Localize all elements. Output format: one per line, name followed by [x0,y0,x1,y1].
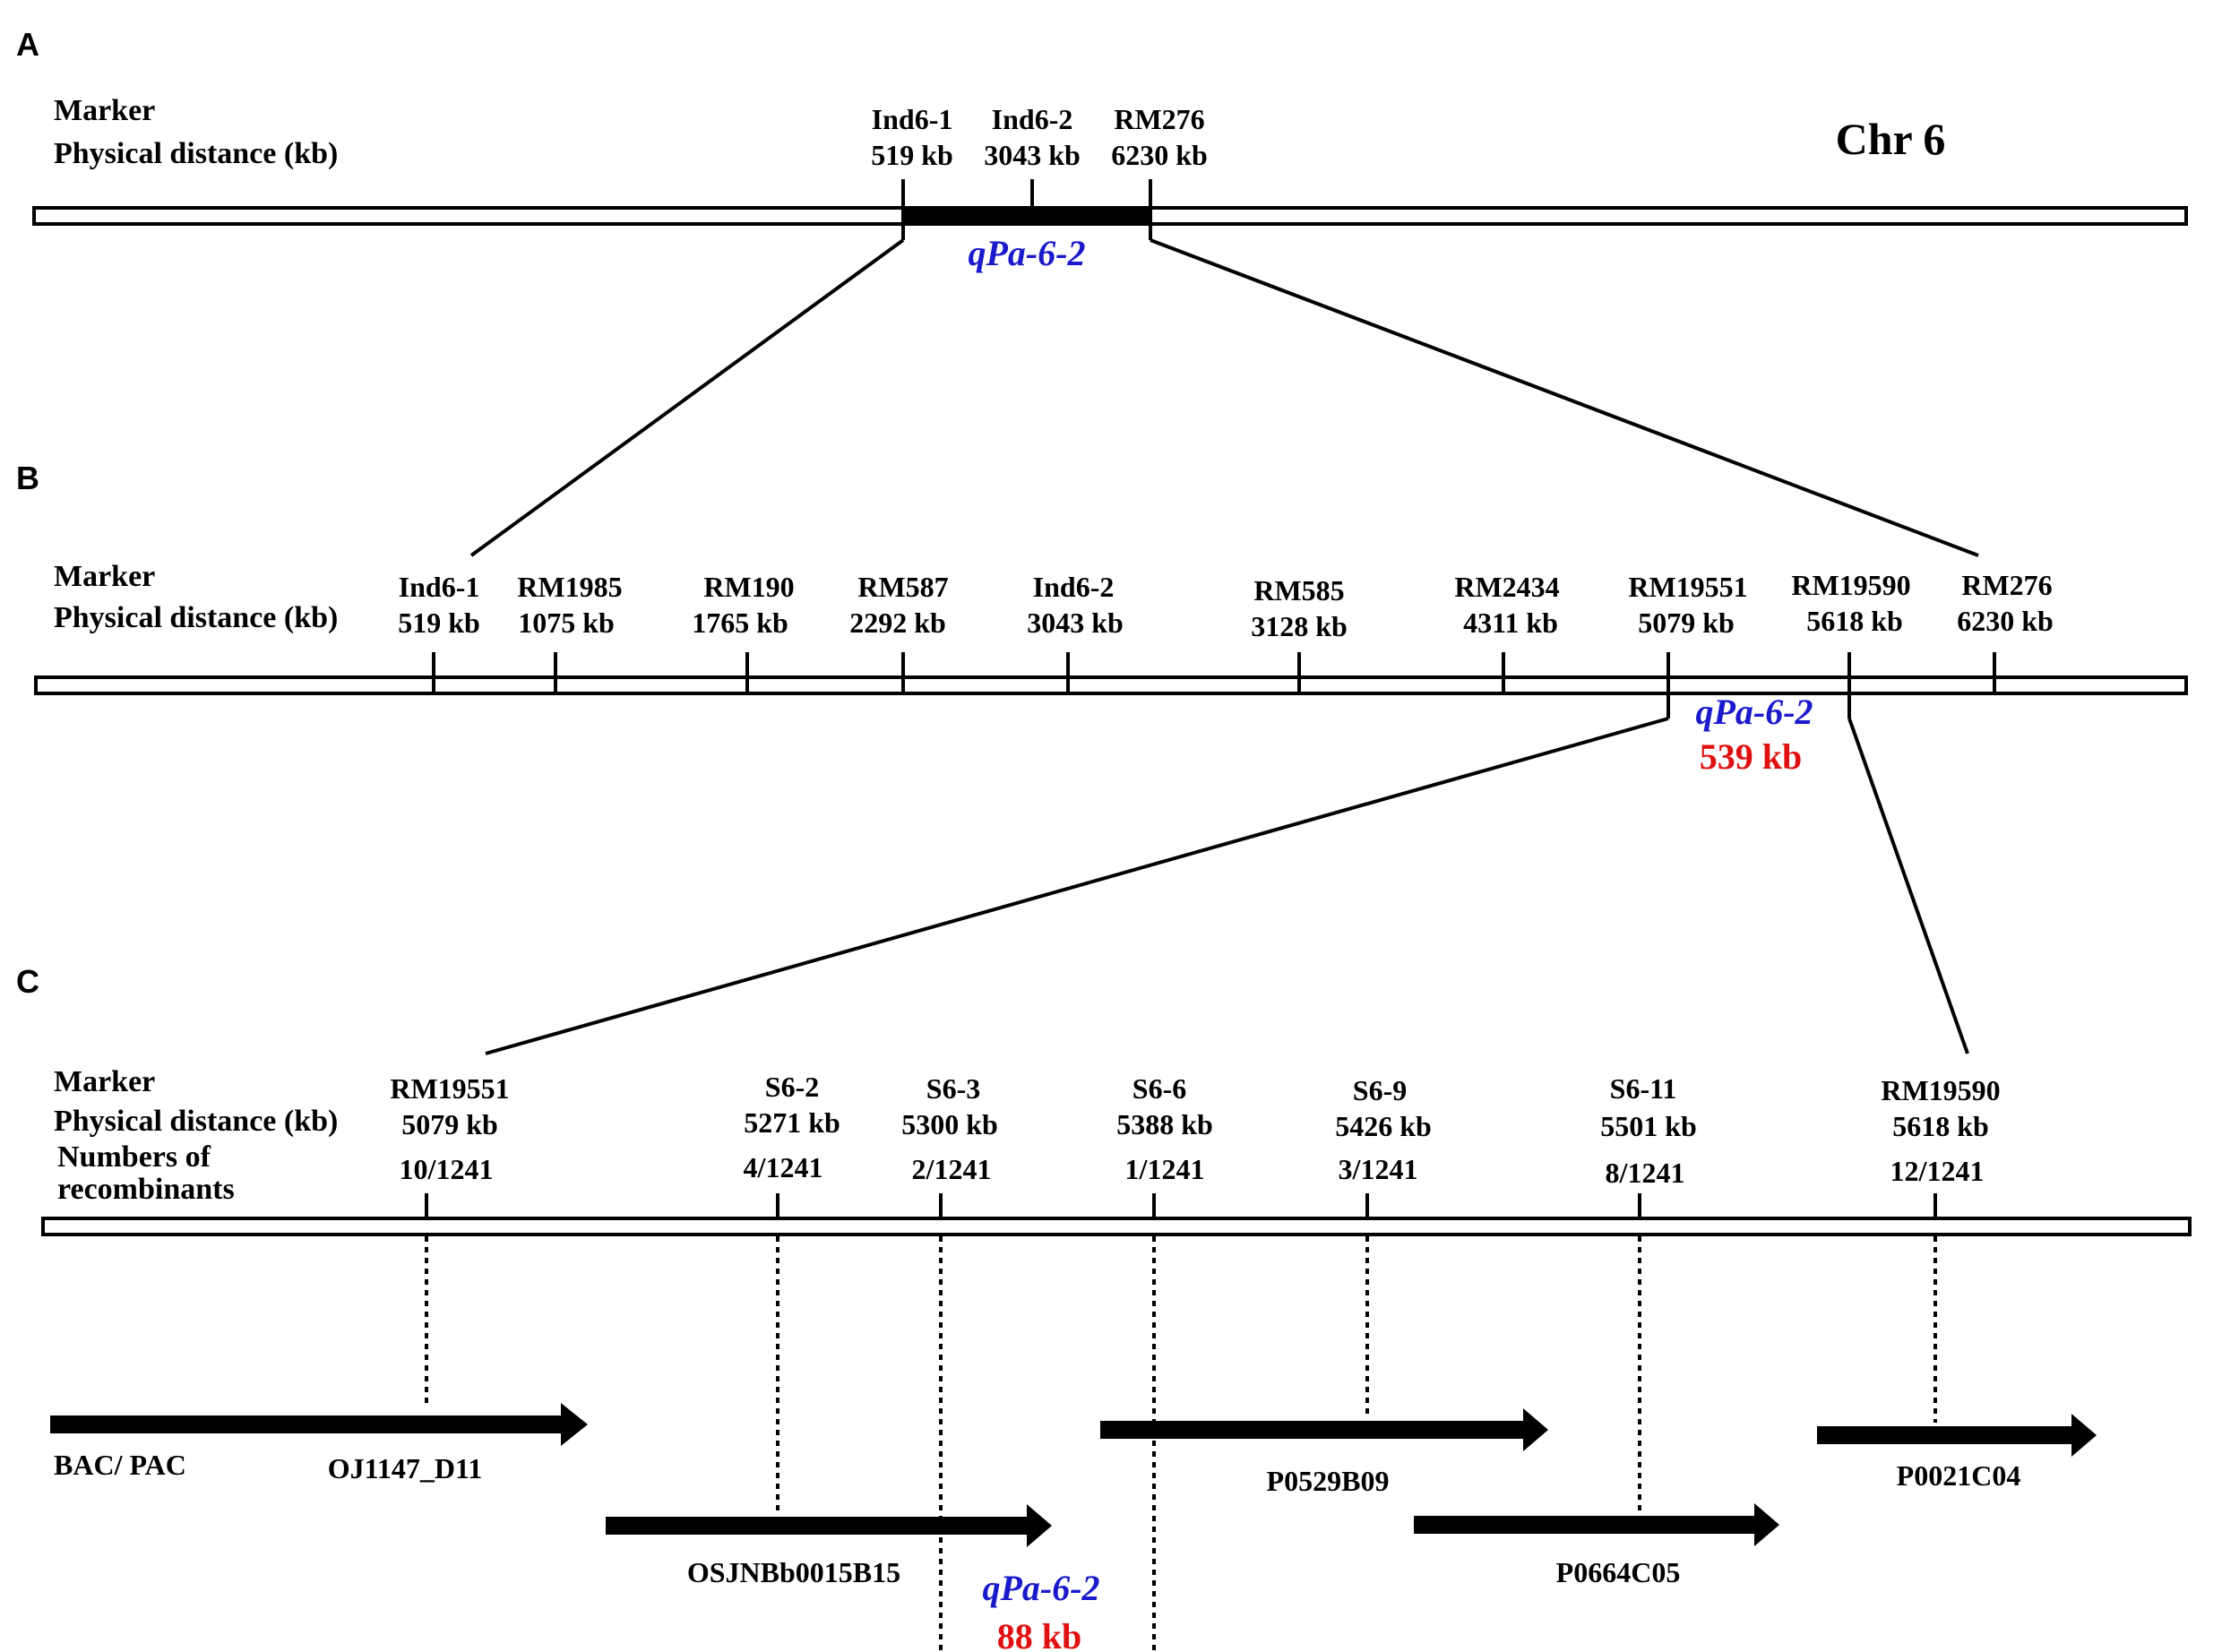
panel-a-marker-pos: 3043 kb [984,139,1081,171]
panel-b-letter: B [16,460,39,496]
panel-b-marker-label: Marker [54,560,155,593]
clone-name: P0664C05 [1556,1556,1681,1588]
clone-name: P0021C04 [1897,1459,2021,1492]
panel-b-marker-pos: 519 kb [398,607,480,639]
zoom-line-b-c-right [1847,718,1969,1054]
panel-a-qtl-label: qPa-6-2 [968,233,1085,273]
panel-c-marker-pos: 5079 kb [401,1108,498,1140]
panel-b-marker-pos: 2292 kb [849,607,946,639]
panel-c-letter: C [16,963,39,1000]
clone-name: OSJNBb0015B15 [687,1556,900,1588]
panel-a-marker-label: Marker [54,94,155,127]
panel-c-recomb-label: Numbers of [57,1140,211,1174]
panel-c-marker-name: RM19551 [390,1072,509,1105]
panel-c-marker-name: S6-11 [1610,1072,1677,1105]
panel-b-marker-pos: 3043 kb [1027,607,1124,639]
clone-arrow [1414,1503,1779,1546]
clone-arrow [1100,1408,1548,1451]
panel-c-marker-recomb: 4/1241 [744,1151,823,1183]
panel-b-marker-pos: 6230 kb [1957,605,2054,637]
zoom-line-a-b-left [469,238,905,557]
panel-b-marker-name: Ind6-1 [399,571,480,603]
panel-b-marker-name: RM190 [703,571,794,603]
panel-b-interval-size: 539 kb [1700,736,1803,777]
panel-b-marker-pos: 4311 kb [1463,607,1558,639]
panel-c-marker-pos: 5388 kb [1116,1108,1213,1140]
panel-a-distance-label: Physical distance (kb) [54,137,338,170]
panel-c-marker-pos: 5300 kb [901,1108,998,1140]
panel-c-recomb-label: recombinants [57,1173,235,1206]
panel-a-marker-pos: 6230 kb [1111,139,1208,171]
panel-c-distance-label: Physical distance (kb) [54,1105,338,1138]
panel-c-marker-pos: 5618 kb [1892,1110,1989,1142]
clone-arrow [606,1504,1052,1547]
panel-a-marker-name: Ind6-1 [872,103,953,135]
clone-arrow [50,1403,588,1446]
panel-b-chromosome-bar [34,675,2188,695]
panel-b-marker-name: RM276 [1961,569,2052,601]
panel-b-marker-pos: 5079 kb [1638,607,1735,639]
clone-arrow [1817,1414,2097,1457]
panel-c-marker-recomb: 8/1241 [1606,1157,1685,1189]
chromosome-label: Chr 6 [1836,114,1946,164]
panel-b-marker-name: RM585 [1253,574,1344,607]
panel-c-qtl-label: qPa-6-2 [982,1568,1099,1608]
clone-name: OJ1147_D11 [328,1452,482,1484]
panel-c-interval-size: 88 kb [997,1616,1082,1652]
clone-type-label: BAC/ PAC [54,1449,186,1481]
panel-b-marker-name: RM1985 [517,571,622,603]
panel-c-marker-name: S6-9 [1353,1074,1407,1106]
panel-c-marker-pos: 5426 kb [1335,1110,1432,1142]
panel-c-marker-recomb: 10/1241 [400,1153,494,1185]
panel-a-marker-name: Ind6-2 [992,103,1073,135]
panel-c-marker-name: S6-3 [926,1072,980,1105]
panel-c-marker-label: Marker [54,1065,155,1098]
panel-c-marker-recomb: 2/1241 [912,1153,992,1185]
panel-b-marker-name: RM19551 [1628,571,1747,603]
panel-a-marker-name: RM276 [1114,103,1204,135]
panel-c-marker-pos: 5501 kb [1600,1110,1697,1142]
panel-b-marker-pos: 1075 kb [518,607,615,639]
panel-c-marker-recomb: 1/1241 [1125,1153,1205,1185]
panel-c-chromosome-bar [41,1217,2192,1236]
panel-a-letter: A [16,26,39,63]
panel-a-qtl-region [903,207,1150,225]
panel-b-marker-pos: 5618 kb [1806,605,1903,637]
panel-b-marker-name: RM587 [857,571,948,603]
panel-c-marker-recomb: 3/1241 [1339,1153,1418,1185]
panel-b-distance-label: Physical distance (kb) [54,601,338,634]
panel-c-marker-name: S6-2 [765,1071,819,1103]
panel-c-marker-name: S6-6 [1133,1072,1186,1105]
panel-b-marker-name: RM2434 [1454,571,1559,603]
panel-a-marker-pos: 519 kb [871,139,953,171]
panel-c-marker-name: RM19590 [1881,1074,2000,1106]
panel-b-marker-name: RM19590 [1791,569,1910,601]
panel-b-marker-name: Ind6-2 [1033,571,1115,603]
panel-c-marker-pos: 5271 kb [744,1106,840,1139]
panel-b-qtl-label: qPa-6-2 [1695,692,1813,732]
panel-b-marker-pos: 1765 kb [692,607,788,639]
panel-c-marker-recomb: 12/1241 [1890,1155,1985,1187]
zoom-line-b-c-left [485,717,1669,1055]
zoom-line-a-b-right [1150,238,1979,557]
clone-name: P0529B09 [1267,1465,1390,1497]
panel-b-marker-pos: 3128 kb [1251,610,1348,642]
